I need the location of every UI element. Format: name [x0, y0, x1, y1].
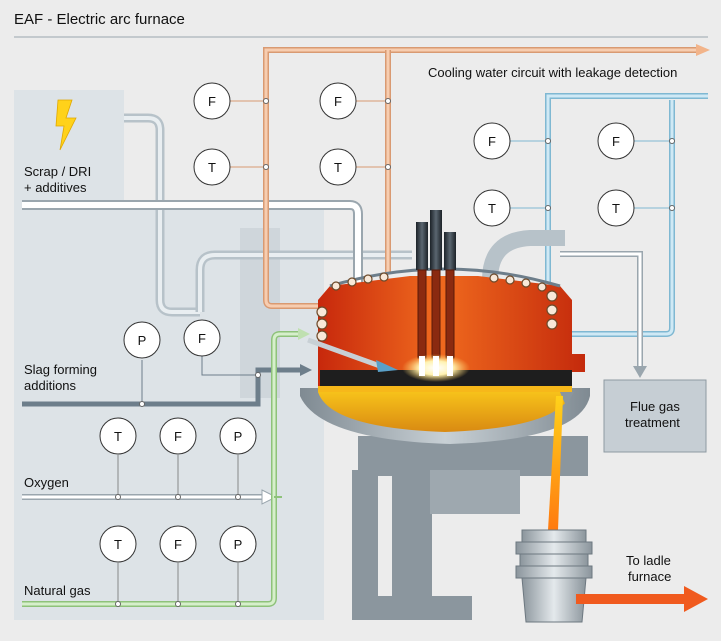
furnace — [300, 210, 590, 444]
instrument-f-cool-1: F — [193, 82, 231, 120]
cooling-instrument-dots — [263, 98, 391, 170]
ladle — [515, 529, 593, 623]
cooling-instrument-lines — [230, 100, 388, 168]
svg-text:T: T — [612, 201, 620, 216]
svg-text:F: F — [174, 537, 182, 552]
scrap-label-line1: Scrap / DRI — [24, 164, 92, 179]
instrument-f-slag: F — [183, 319, 221, 357]
svg-text:F: F — [488, 134, 496, 149]
svg-text:T: T — [488, 201, 496, 216]
oxygen-label: Oxygen — [24, 475, 69, 490]
svg-text:T: T — [114, 429, 122, 444]
instrument-f-cool-2: F — [319, 82, 357, 120]
svg-text:F: F — [208, 94, 216, 109]
instrument-t-cool-3: T — [473, 189, 511, 227]
electrodes — [416, 210, 456, 359]
oxygen-lance — [307, 337, 381, 369]
svg-text:F: F — [334, 94, 342, 109]
ladle-label-line1: To ladle — [626, 553, 671, 568]
svg-text:P: P — [138, 333, 147, 348]
steel-pour — [548, 396, 563, 530]
cooling-circuit-label: Cooling water circuit with leakage detec… — [428, 65, 678, 80]
to-ladle-arrow — [576, 586, 708, 612]
instrument-f-oxygen: F — [159, 417, 197, 455]
instrument-f-cool-4: F — [597, 122, 635, 160]
cooling-circuit-orange — [263, 44, 710, 309]
furnace-support — [352, 436, 588, 620]
svg-text:T: T — [208, 160, 216, 175]
instrument-t-cool-4: T — [597, 189, 635, 227]
svg-text:P: P — [234, 537, 243, 552]
flue-gas-label-line2: treatment — [625, 415, 680, 430]
instrument-f-gas: F — [159, 525, 197, 563]
cooling-instrument-lines-blue — [510, 140, 672, 209]
natural-gas-label: Natural gas — [24, 583, 91, 598]
instrument-t-gas: T — [99, 525, 137, 563]
instrument-t-oxygen: T — [99, 417, 137, 455]
instrument-p-gas: P — [219, 525, 257, 563]
instrument-t-cool-2: T — [319, 148, 357, 186]
svg-text:T: T — [114, 537, 122, 552]
power-lightning-icon — [55, 99, 77, 151]
flue-gas-treatment-box — [603, 379, 707, 453]
ladle-label-line2: furnace — [628, 569, 672, 584]
flue-gas-label-line1: Flue gas — [630, 399, 680, 414]
instrument-p-oxygen: P — [219, 417, 257, 455]
instrument-t-cool-1: T — [193, 148, 231, 186]
page-title: EAF - Electric arc furnace — [14, 11, 185, 28]
svg-text:F: F — [174, 429, 182, 444]
instrument-p-slag: P — [123, 321, 161, 359]
svg-text:P: P — [234, 429, 243, 444]
scrap-label-line2: + additives — [24, 180, 87, 195]
instrument-f-cool-3: F — [473, 122, 511, 160]
svg-text:F: F — [198, 331, 206, 346]
slag-label-line1: Slag forming — [24, 362, 97, 377]
cooling-panels — [316, 272, 558, 342]
svg-text:F: F — [612, 134, 620, 149]
slag-label-line2: additions — [24, 378, 77, 393]
svg-text:T: T — [334, 160, 342, 175]
